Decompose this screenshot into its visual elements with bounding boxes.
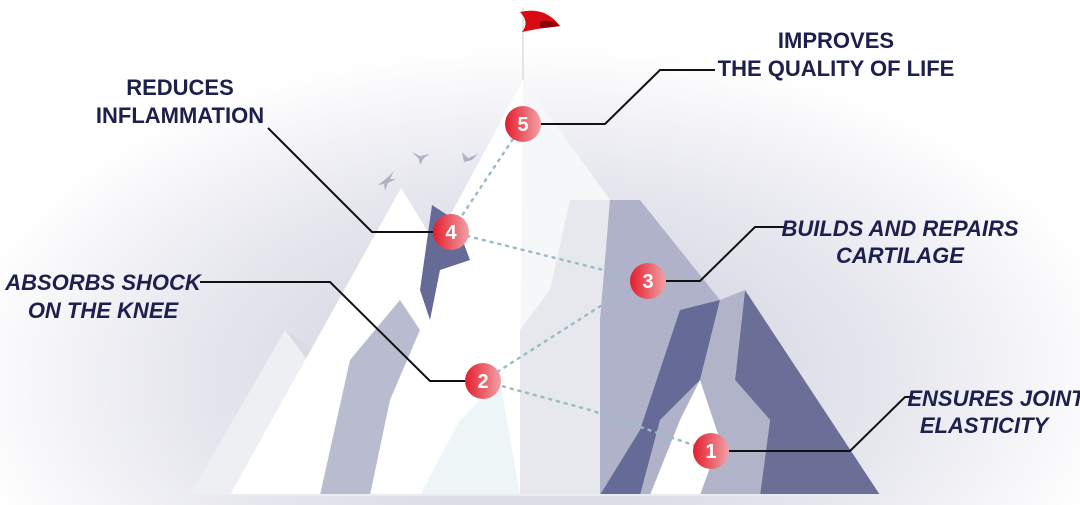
step-number: 4	[445, 222, 457, 244]
label-line: REDUCES	[126, 75, 234, 100]
label-joint-elasticity: ENSURES JOINT ELASTICITY	[907, 386, 1080, 438]
leader-line-2	[200, 281, 465, 382]
label-line: BUILDS AND REPAIRS	[781, 216, 1018, 241]
label-builds-cartilage: BUILDS AND REPAIRS CARTILAGE	[781, 216, 1018, 268]
step-marker-1: 1	[693, 433, 729, 469]
step-number: 5	[517, 114, 528, 136]
label-line: ELASTICITY	[920, 413, 1051, 438]
label-line: ABSORBS SHOCK	[4, 270, 203, 295]
step-marker-3: 3	[630, 263, 666, 299]
leader-line-5	[541, 69, 715, 125]
label-line: INFLAMMATION	[96, 103, 264, 128]
birds	[378, 152, 478, 191]
bird-icon	[462, 152, 478, 162]
leader-line-1	[729, 396, 915, 452]
flag-icon	[520, 8, 560, 80]
step-marker-4: 4	[433, 214, 469, 250]
leader-line-4	[267, 127, 433, 233]
label-line: ENSURES JOINT	[907, 386, 1080, 411]
label-line: THE QUALITY OF LIFE	[718, 56, 955, 81]
label-absorbs-shock: ABSORBS SHOCK ON THE KNEE	[4, 270, 203, 323]
label-improves-quality: IMPROVES THE QUALITY OF LIFE	[718, 28, 955, 81]
label-line: IMPROVES	[778, 28, 894, 53]
bird-icon	[378, 171, 396, 191]
label-reduces-inflammation: REDUCES INFLAMMATION	[96, 75, 264, 128]
step-number: 1	[705, 441, 716, 463]
label-line: ON THE KNEE	[28, 298, 180, 323]
step-marker-5: 5	[505, 106, 541, 142]
step-number: 3	[642, 271, 653, 293]
label-line: CARTILAGE	[836, 243, 965, 268]
leader-line-3	[666, 226, 785, 282]
step-number: 2	[477, 371, 488, 393]
step-marker-2: 2	[465, 363, 501, 399]
bird-icon	[412, 152, 430, 165]
